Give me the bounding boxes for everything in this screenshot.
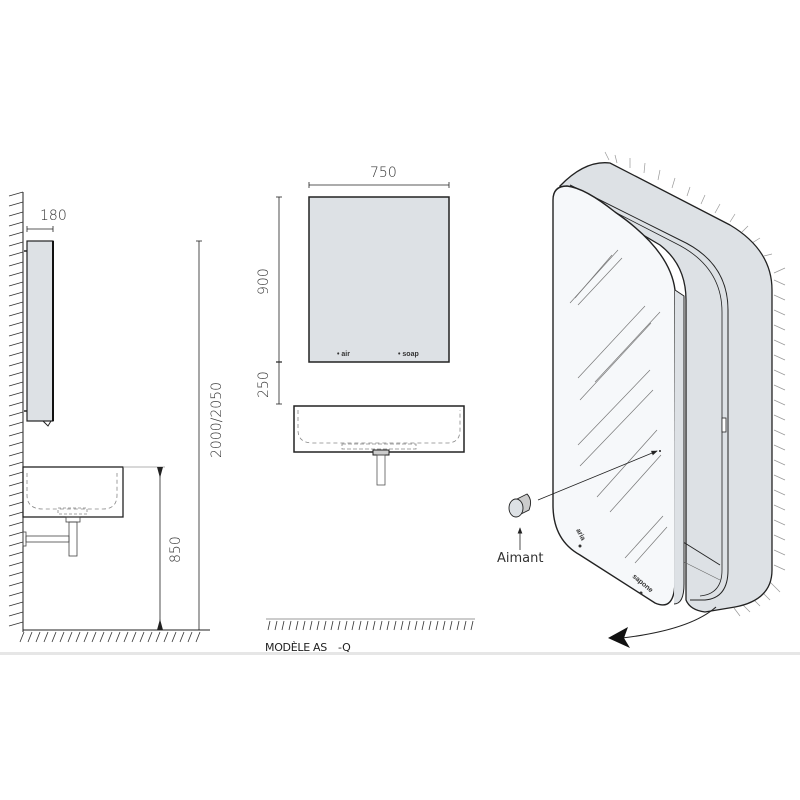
hinge bbox=[721, 417, 727, 433]
model-label: MODÈLE AS bbox=[265, 641, 327, 654]
front-floor-hatch bbox=[266, 618, 475, 631]
drain bbox=[372, 449, 390, 456]
height-dimension-label: 900 bbox=[256, 268, 272, 295]
wall-hatch bbox=[8, 191, 24, 627]
magnet-pointer-arrow bbox=[537, 450, 658, 501]
basin-front bbox=[293, 405, 465, 453]
width-dimension-label: 750 bbox=[370, 165, 397, 181]
floor-hatch bbox=[19, 631, 201, 643]
soap-mark: • soap bbox=[398, 351, 419, 358]
total-height-dimension-label: 2000/2050 bbox=[209, 382, 225, 458]
cabinet-front bbox=[308, 196, 450, 363]
inner-shelf bbox=[679, 539, 721, 566]
door-swing-arrow bbox=[621, 606, 717, 639]
cabinet-body bbox=[558, 162, 773, 613]
air-mark: • air bbox=[337, 351, 350, 358]
gap-dimension-label: 250 bbox=[256, 371, 272, 398]
cabinet-side-profile bbox=[26, 240, 54, 422]
side-view: 180 850 2000/2050 bbox=[8, 191, 225, 643]
front-view: 750 • air • soap 900 250 bbox=[256, 165, 475, 654]
isometric-view: aria sapone Aimant bbox=[497, 151, 786, 648]
basin-height-dimension-label: 850 bbox=[168, 536, 184, 563]
basin-side-profile bbox=[22, 466, 124, 518]
magnet-icon bbox=[508, 493, 532, 518]
bottom-divider bbox=[0, 652, 800, 655]
drain-trap bbox=[65, 516, 81, 523]
depth-dimension-label: 180 bbox=[40, 208, 67, 224]
mirror-door bbox=[552, 185, 676, 606]
iso-wall-hatch bbox=[604, 151, 786, 617]
dispenser-nozzle bbox=[42, 420, 52, 427]
magnet-label: Aimant bbox=[497, 551, 543, 566]
door-edge bbox=[673, 289, 685, 605]
model-suffix: -Q bbox=[338, 641, 351, 654]
